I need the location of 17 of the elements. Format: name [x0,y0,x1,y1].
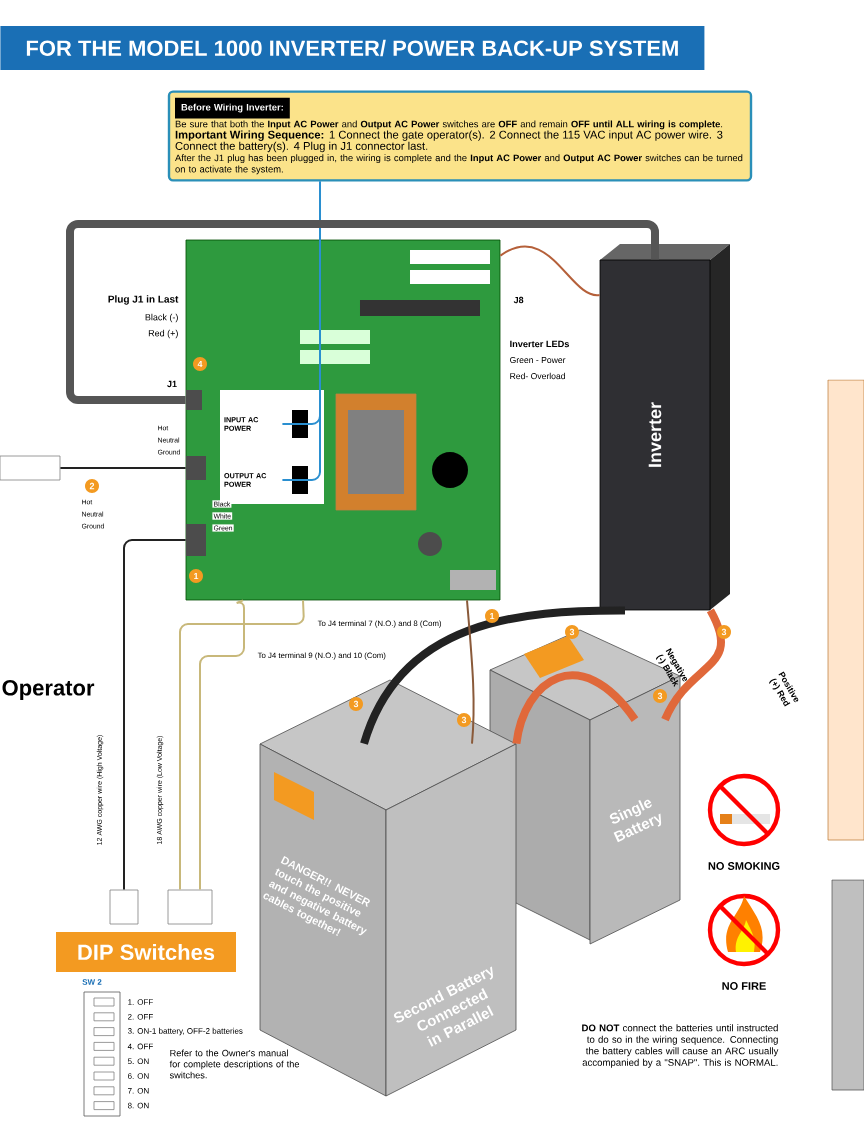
inverter-unit: Inverter [599,244,730,611]
section-heading: Operator [2,680,95,700]
circuit-board-drawing [185,239,501,601]
cable [59,467,187,469]
section-heading: DIP Switches [56,932,236,972]
cable [466,599,475,745]
title-band: FOR THE MODEL 1000 INVERTER/ POWER BACK-UP SYSTEM [0,26,705,70]
conduit-drawing [109,889,139,925]
conduit-drawing [167,889,213,925]
cable [512,671,639,745]
cable [360,606,626,745]
cable [499,245,601,296]
conduit-drawing [0,455,61,481]
cable [281,180,321,481]
cable [199,599,245,891]
cable [66,220,659,404]
cable [123,539,187,891]
